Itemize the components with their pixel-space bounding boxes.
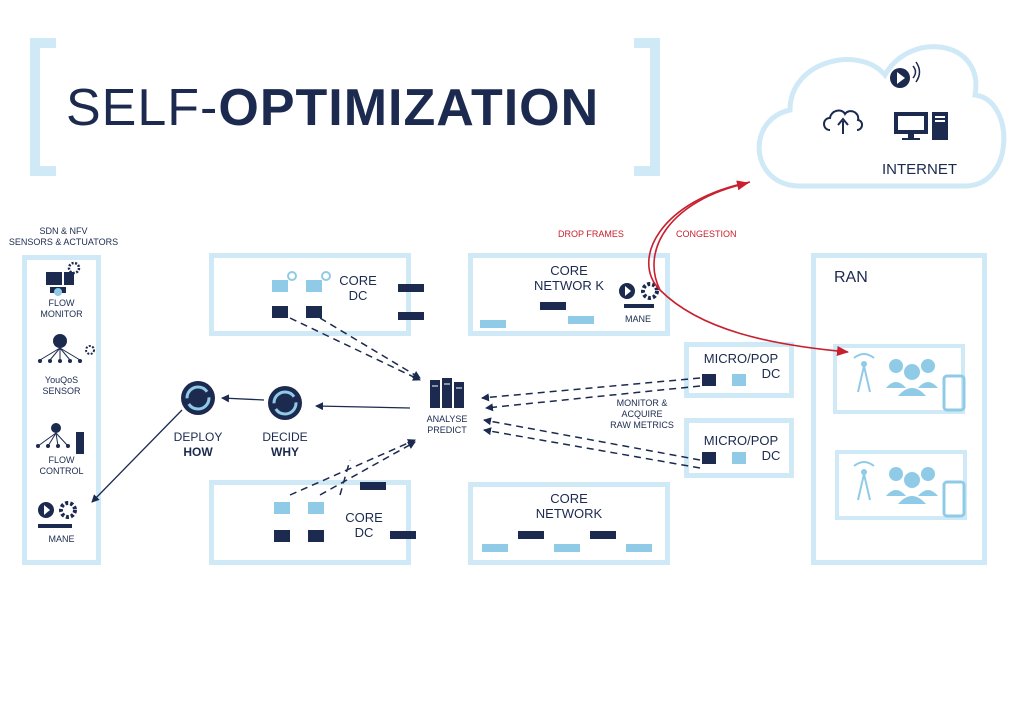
title-bold: OPTIMIZATION bbox=[218, 79, 600, 137]
mane-left-label: MANE bbox=[48, 534, 75, 544]
internet-label: INTERNET bbox=[882, 161, 957, 178]
core-dc-top-servers bbox=[272, 271, 424, 320]
ran-cell-1-icons bbox=[853, 353, 966, 412]
core-dc-bottom-box bbox=[209, 480, 411, 565]
left-panel-heading: SDN & NFV SENSORS & ACTUATORS bbox=[0, 226, 129, 248]
congestion-label: CONGESTION bbox=[676, 229, 737, 239]
mane-left-icon bbox=[38, 501, 77, 528]
core-dc-top-box bbox=[209, 253, 411, 336]
flow-monitor-icon bbox=[46, 261, 81, 296]
decide-cycle-icon bbox=[268, 386, 302, 420]
solid-arrows bbox=[91, 394, 411, 503]
play-icon bbox=[890, 61, 921, 88]
congestion-arc bbox=[648, 181, 849, 356]
page-title: SELF-OPTIMIZATION bbox=[66, 78, 599, 138]
sensors-actuators-panel bbox=[22, 255, 101, 565]
deploy-cycle-icon bbox=[181, 381, 215, 415]
micro-pop-dc-2-box bbox=[684, 418, 794, 478]
upload-cloud-icon bbox=[823, 109, 863, 134]
ran-label: RAN bbox=[834, 269, 868, 286]
core-network-top-devices bbox=[480, 282, 659, 328]
core-network-bottom-devices bbox=[482, 531, 652, 552]
micro-pop-servers bbox=[702, 374, 746, 464]
title-light: SELF- bbox=[66, 79, 219, 137]
left-panel-heading-line1: SDN & NFV bbox=[39, 226, 88, 236]
micro-pop-dc-1-box bbox=[684, 342, 794, 398]
analyse-server-icon bbox=[430, 378, 464, 408]
right-bracket bbox=[634, 38, 660, 176]
core-network-top-mane-label: MANE bbox=[624, 314, 651, 324]
dashed-arrows bbox=[289, 317, 701, 496]
congestion-arc-start bbox=[653, 180, 749, 291]
ran-cell-2-icons bbox=[853, 461, 966, 518]
computer-icon bbox=[894, 112, 948, 140]
drop-frames-label: DROP FRAMES bbox=[558, 229, 624, 239]
internet-cloud bbox=[756, 44, 1007, 189]
core-dc-bottom-servers bbox=[274, 482, 416, 542]
left-bracket bbox=[30, 38, 56, 176]
title-block: SELF-OPTIMIZATION bbox=[30, 38, 660, 176]
youqos-sensor-icon bbox=[38, 334, 95, 363]
left-panel-heading-line2: SENSORS & ACTUATORS bbox=[8, 237, 119, 247]
flow-control-icon bbox=[36, 423, 84, 454]
